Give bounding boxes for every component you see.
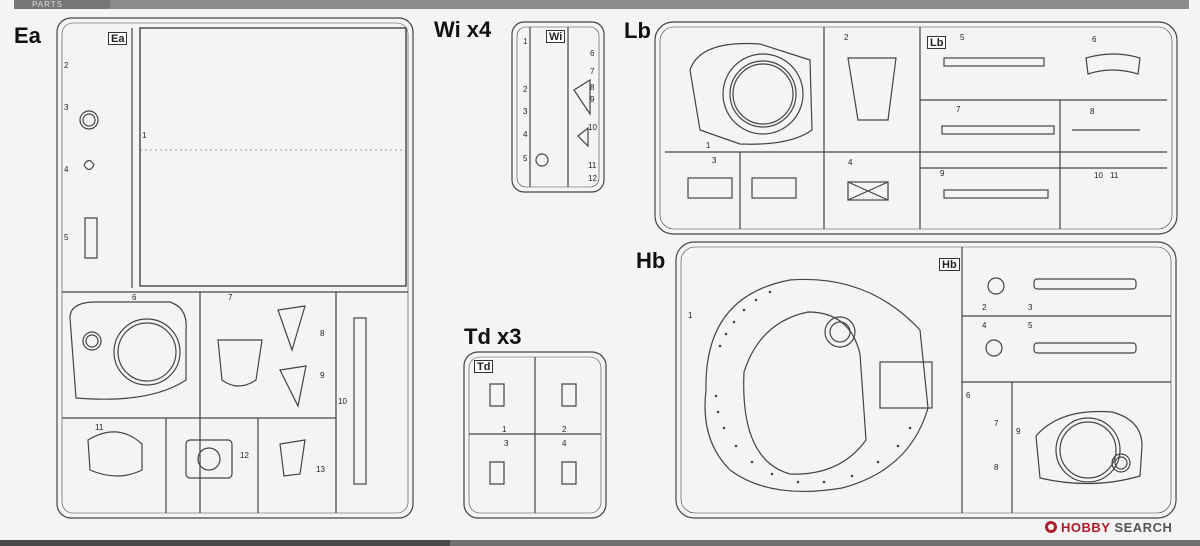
lb-part-6: 6 (1092, 35, 1097, 44)
wi-part-10: 10 (588, 123, 597, 132)
td-part-3: 3 (504, 439, 509, 448)
lb-part-2: 2 (844, 33, 849, 42)
sprue-hb-title: Hb (636, 248, 666, 273)
header-bar (14, 0, 1189, 9)
wi-part-3: 3 (523, 107, 528, 116)
ea-part-13: 13 (316, 465, 325, 474)
ea-part-8: 8 (320, 329, 325, 338)
footer-bar (0, 540, 1200, 546)
sprue-wi-title: Wi x4 (434, 17, 492, 42)
hb-part-6: 6 (966, 391, 971, 400)
ea-part-5: 5 (64, 233, 69, 242)
wi-part-4: 4 (523, 130, 528, 139)
wi-part-8: 8 (590, 83, 595, 92)
wi-part-6: 6 (590, 49, 595, 58)
ea-part-7: 7 (228, 293, 233, 302)
sprue-wi-tag: Wi (546, 30, 566, 43)
lb-part-11: 11 (1110, 171, 1119, 180)
wi-part-12: 12 (588, 174, 597, 183)
lb-part-4: 4 (848, 158, 853, 167)
ea-part-6: 6 (132, 293, 137, 302)
sprue-hb-frame (675, 241, 1177, 519)
lb-part-10: 10 (1094, 171, 1103, 180)
hb-part-5: 5 (1028, 321, 1033, 330)
lb-part-5: 5 (960, 33, 965, 42)
wi-part-7: 7 (590, 67, 595, 76)
lb-part-3: 3 (712, 156, 717, 165)
sprue-td-frame (463, 351, 607, 519)
sprue-wi-frame (511, 21, 605, 193)
lb-part-8: 8 (1090, 107, 1095, 116)
sprue-lb-title: Lb (624, 18, 651, 43)
wi-part-2: 2 (523, 85, 528, 94)
hb-part-4: 4 (982, 321, 987, 330)
ea-part-12: 12 (240, 451, 249, 460)
hb-part-8: 8 (994, 463, 999, 472)
hobbysearch-logo-icon (1045, 521, 1057, 533)
td-part-2: 2 (562, 425, 567, 434)
sprue-ea-frame (56, 17, 414, 519)
hb-part-9: 9 (1016, 427, 1021, 436)
wi-part-1: 1 (523, 37, 528, 46)
sprue-ea-tag: Ea (108, 32, 128, 45)
wi-part-11: 11 (588, 161, 597, 170)
ea-part-9: 9 (320, 371, 325, 380)
header-tab: PARTS (14, 0, 110, 9)
watermark: HOBBY SEARCH (1045, 519, 1173, 535)
td-part-1: 1 (502, 425, 507, 434)
sprue-lb-frame (654, 21, 1178, 235)
lb-part-9: 9 (940, 169, 945, 178)
hb-part-1: 1 (688, 311, 693, 320)
sprue-td-tag: Td (474, 360, 494, 373)
hb-part-3: 3 (1028, 303, 1033, 312)
ea-part-10: 10 (338, 397, 347, 406)
sprue-ea-title: Ea (14, 23, 41, 48)
lb-part-7: 7 (956, 105, 961, 114)
ea-part-3: 3 (64, 103, 69, 112)
ea-part-11: 11 (95, 423, 104, 432)
sprue-td-title: Td x3 (464, 324, 522, 349)
sprue-lb-tag: Lb (927, 36, 947, 49)
sprue-hb-tag: Hb (939, 258, 960, 271)
lb-part-1: 1 (706, 141, 711, 150)
ea-part-2: 2 (64, 61, 69, 70)
wi-part-9: 9 (590, 95, 595, 104)
watermark-brand: HOBBY (1061, 519, 1111, 535)
hb-part-7: 7 (994, 419, 999, 428)
ea-part-1: 1 (142, 131, 147, 140)
td-part-4: 4 (562, 439, 567, 448)
watermark-suffix: SEARCH (1114, 519, 1173, 535)
hb-part-2: 2 (982, 303, 987, 312)
ea-part-4: 4 (64, 165, 69, 174)
wi-part-5: 5 (523, 154, 528, 163)
